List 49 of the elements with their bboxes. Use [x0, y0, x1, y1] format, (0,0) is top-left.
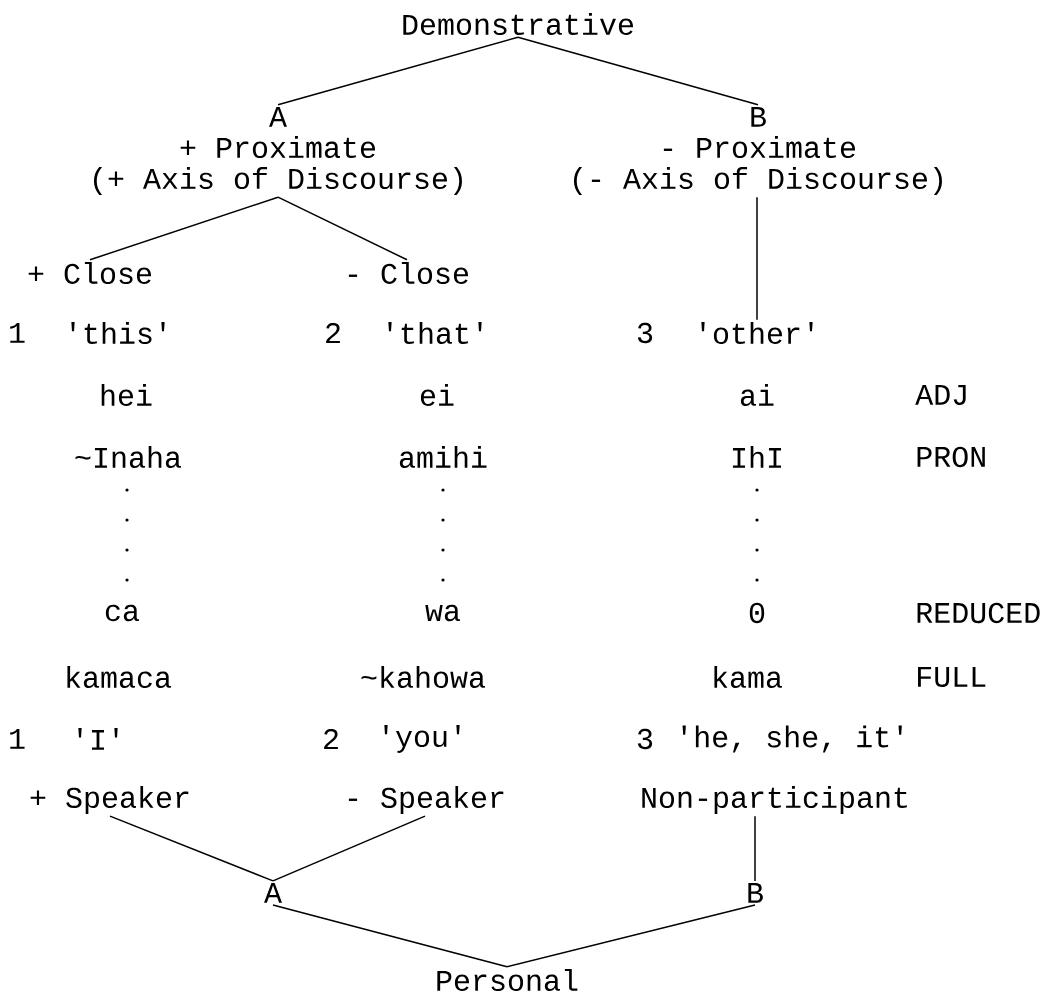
table-text: ca — [105, 604, 139, 622]
table-text: IhI — [732, 446, 781, 468]
table-text: 'I' — [78, 728, 118, 750]
table-text: hei — [101, 383, 152, 406]
tree-branch-line — [272, 904, 508, 968]
table-text: 2 — [324, 728, 338, 749]
table-text: 1 — [10, 729, 25, 749]
tree-branch-line — [272, 815, 426, 882]
table-text: amihi — [399, 445, 487, 468]
table-text: 1 — [10, 323, 25, 343]
table-text: kama — [714, 665, 782, 688]
table-text: ei — [420, 383, 454, 406]
tree-node-label: - Close — [348, 261, 468, 284]
tree-node-label: 'other' — [701, 321, 813, 344]
tree-branch-line — [89, 196, 279, 261]
table-text: kamaca — [67, 665, 171, 688]
tree-node-label: - Speaker — [348, 786, 504, 814]
tree-node-label: + Speaker — [30, 786, 189, 814]
table-text: REDUCED — [917, 602, 1040, 624]
table-text: ~kahowa — [361, 665, 485, 688]
table-text: ai — [740, 383, 774, 406]
tree-node-label: Demonstrative — [403, 12, 633, 35]
tree-branch-line — [754, 815, 756, 882]
tree-node-label: B - Proximate (- Axis of Discourse) — [574, 107, 942, 195]
tree-branch-line — [506, 904, 756, 968]
table-text: wa — [425, 604, 460, 622]
table-text: 'that' — [388, 321, 482, 344]
table-text: 'he, she, it' — [682, 725, 902, 753]
table-text: ADJ — [915, 384, 966, 405]
tree-node-label: A — [264, 883, 282, 903]
tree-branch-line — [277, 36, 519, 106]
table-text: 'you' — [384, 725, 460, 753]
tree-node-label: B — [748, 883, 763, 903]
table-text: 3 — [637, 322, 653, 344]
tree-node-label: + Close — [28, 261, 151, 284]
tree-node-label: A + Proximate (+ Axis of Discourse) — [94, 107, 462, 195]
tree-node-label: Personal — [437, 968, 578, 991]
tree-branch-line — [517, 36, 759, 106]
tree-node-label: Non-participant — [642, 786, 907, 814]
table-text: ~Inaha — [75, 445, 181, 468]
tree-branch-line — [109, 815, 274, 882]
table-text: PRON — [917, 446, 985, 468]
tree-branch-line — [277, 196, 408, 261]
table-text: 2 — [326, 322, 340, 343]
table-text: 3 — [637, 728, 653, 750]
table-text: 0 — [749, 602, 765, 624]
table-text: 'this' — [71, 321, 165, 344]
tree-branch-line — [756, 196, 758, 321]
table-text: FULL — [918, 666, 986, 687]
